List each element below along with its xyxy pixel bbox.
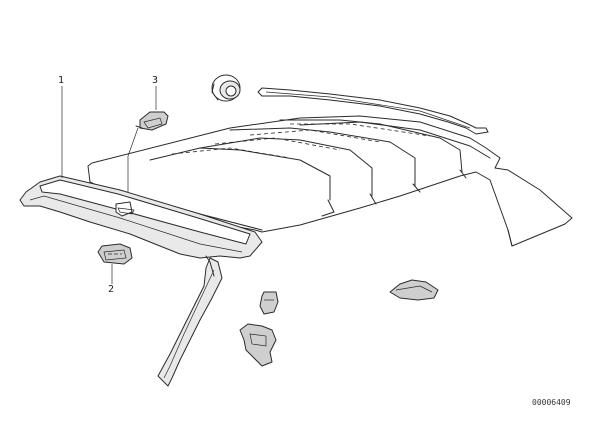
reference-number: 00006409 [532,398,571,407]
bracket-part-3 [135,111,169,131]
a-pillar-trim [157,255,223,387]
leader-3-diagonal [127,127,139,157]
headliner-panel [87,115,573,247]
clip-lower [239,323,277,367]
clip-right [389,279,439,301]
grommet [211,74,241,102]
leader-lines [61,86,157,284]
front-trim-panel [19,175,263,259]
callout-3: 3 [152,75,158,86]
interior-light [97,243,133,265]
roof-trim-strip [257,87,489,135]
clip-upper [259,291,279,315]
callout-2: 2 [108,284,114,295]
callout-1: 1 [58,75,64,86]
